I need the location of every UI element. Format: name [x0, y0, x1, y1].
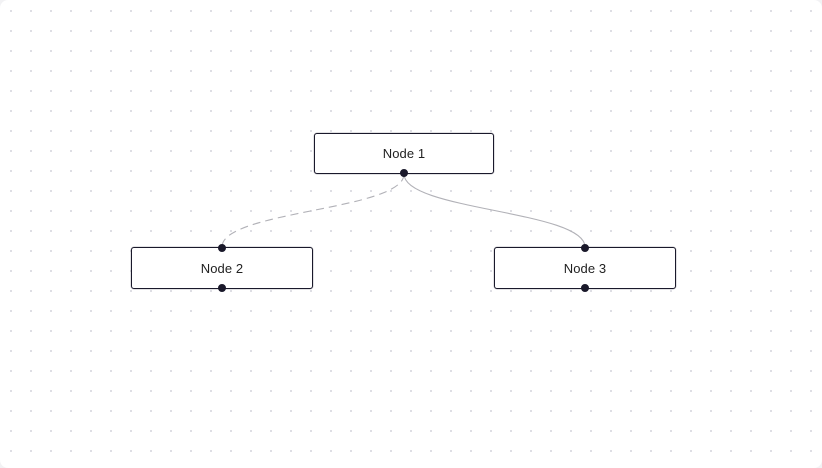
flow-node-node-3[interactable]: Node 3	[494, 244, 676, 292]
handle-top-node-3[interactable]	[581, 244, 589, 252]
handle-top-node-2[interactable]	[218, 244, 226, 252]
handle-bottom-node-2[interactable]	[218, 284, 226, 292]
node-label-node-1: Node 1	[382, 146, 426, 161]
edge-node1-node3[interactable]	[403, 173, 586, 248]
edge-node1-node2[interactable]	[221, 173, 405, 248]
node-label-node-2: Node 2	[200, 260, 244, 276]
flow-node-node-1[interactable]: Node 1	[314, 133, 494, 177]
handle-bottom-node-3[interactable]	[581, 284, 589, 292]
node-label-node-3: Node 3	[563, 260, 607, 276]
handle-bottom-node-1[interactable]	[400, 169, 408, 177]
flow-node-node-2[interactable]: Node 2	[131, 244, 313, 292]
